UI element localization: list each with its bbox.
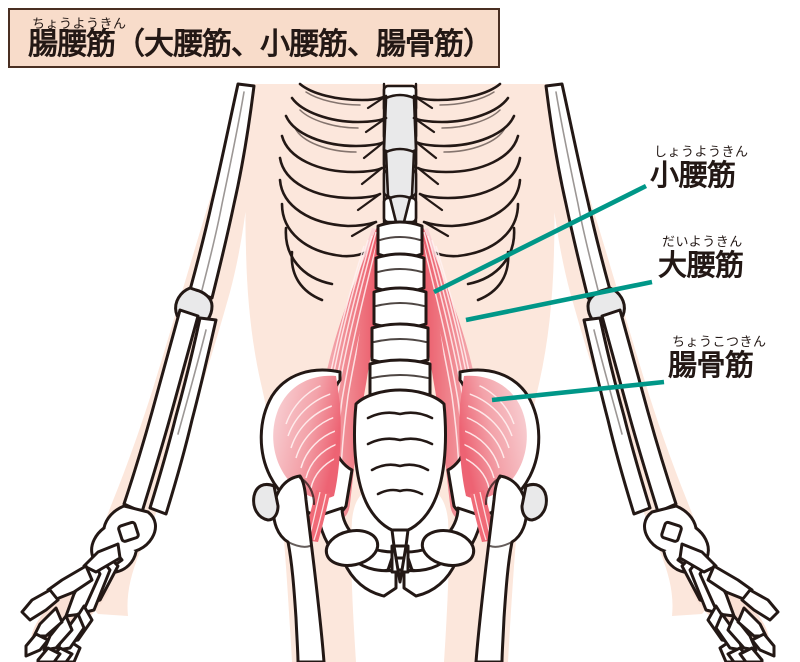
label-iliacus: ちょうこつきん 腸骨筋 [668, 336, 767, 380]
label-psoas-minor-furigana: しょうようきん [654, 145, 749, 160]
label-iliacus-text: 腸骨筋 [668, 347, 754, 382]
right-arm-bones [544, 82, 780, 662]
label-psoas-major-furigana: だいようきん [662, 235, 743, 250]
label-iliacus-furigana: ちょうこつきん [672, 335, 767, 350]
title-furigana: ちょうようきん [32, 17, 127, 32]
label-psoas-minor-text: 小腰筋 [650, 157, 736, 192]
left-arm-bones [20, 82, 256, 662]
title-plate: ちょうようきん 腸腰筋（大腰筋、小腰筋、腸骨筋） [8, 8, 500, 68]
label-psoas-major-text: 大腰筋 [658, 247, 744, 282]
leader-line-psoas-major [465, 279, 653, 323]
leader-line-iliacus [491, 379, 665, 403]
label-psoas-major: だいようきん 大腰筋 [658, 236, 744, 280]
iliacus-muscle [273, 375, 527, 499]
leader-lines [432, 183, 665, 403]
femur-bones [252, 474, 548, 662]
label-psoas-minor: しょうようきん 小腰筋 [650, 146, 749, 190]
rib-cage [278, 82, 522, 302]
leader-line-psoas-minor [432, 183, 648, 295]
page-title: 腸腰筋（大腰筋、小腰筋、腸骨筋） [28, 27, 493, 62]
